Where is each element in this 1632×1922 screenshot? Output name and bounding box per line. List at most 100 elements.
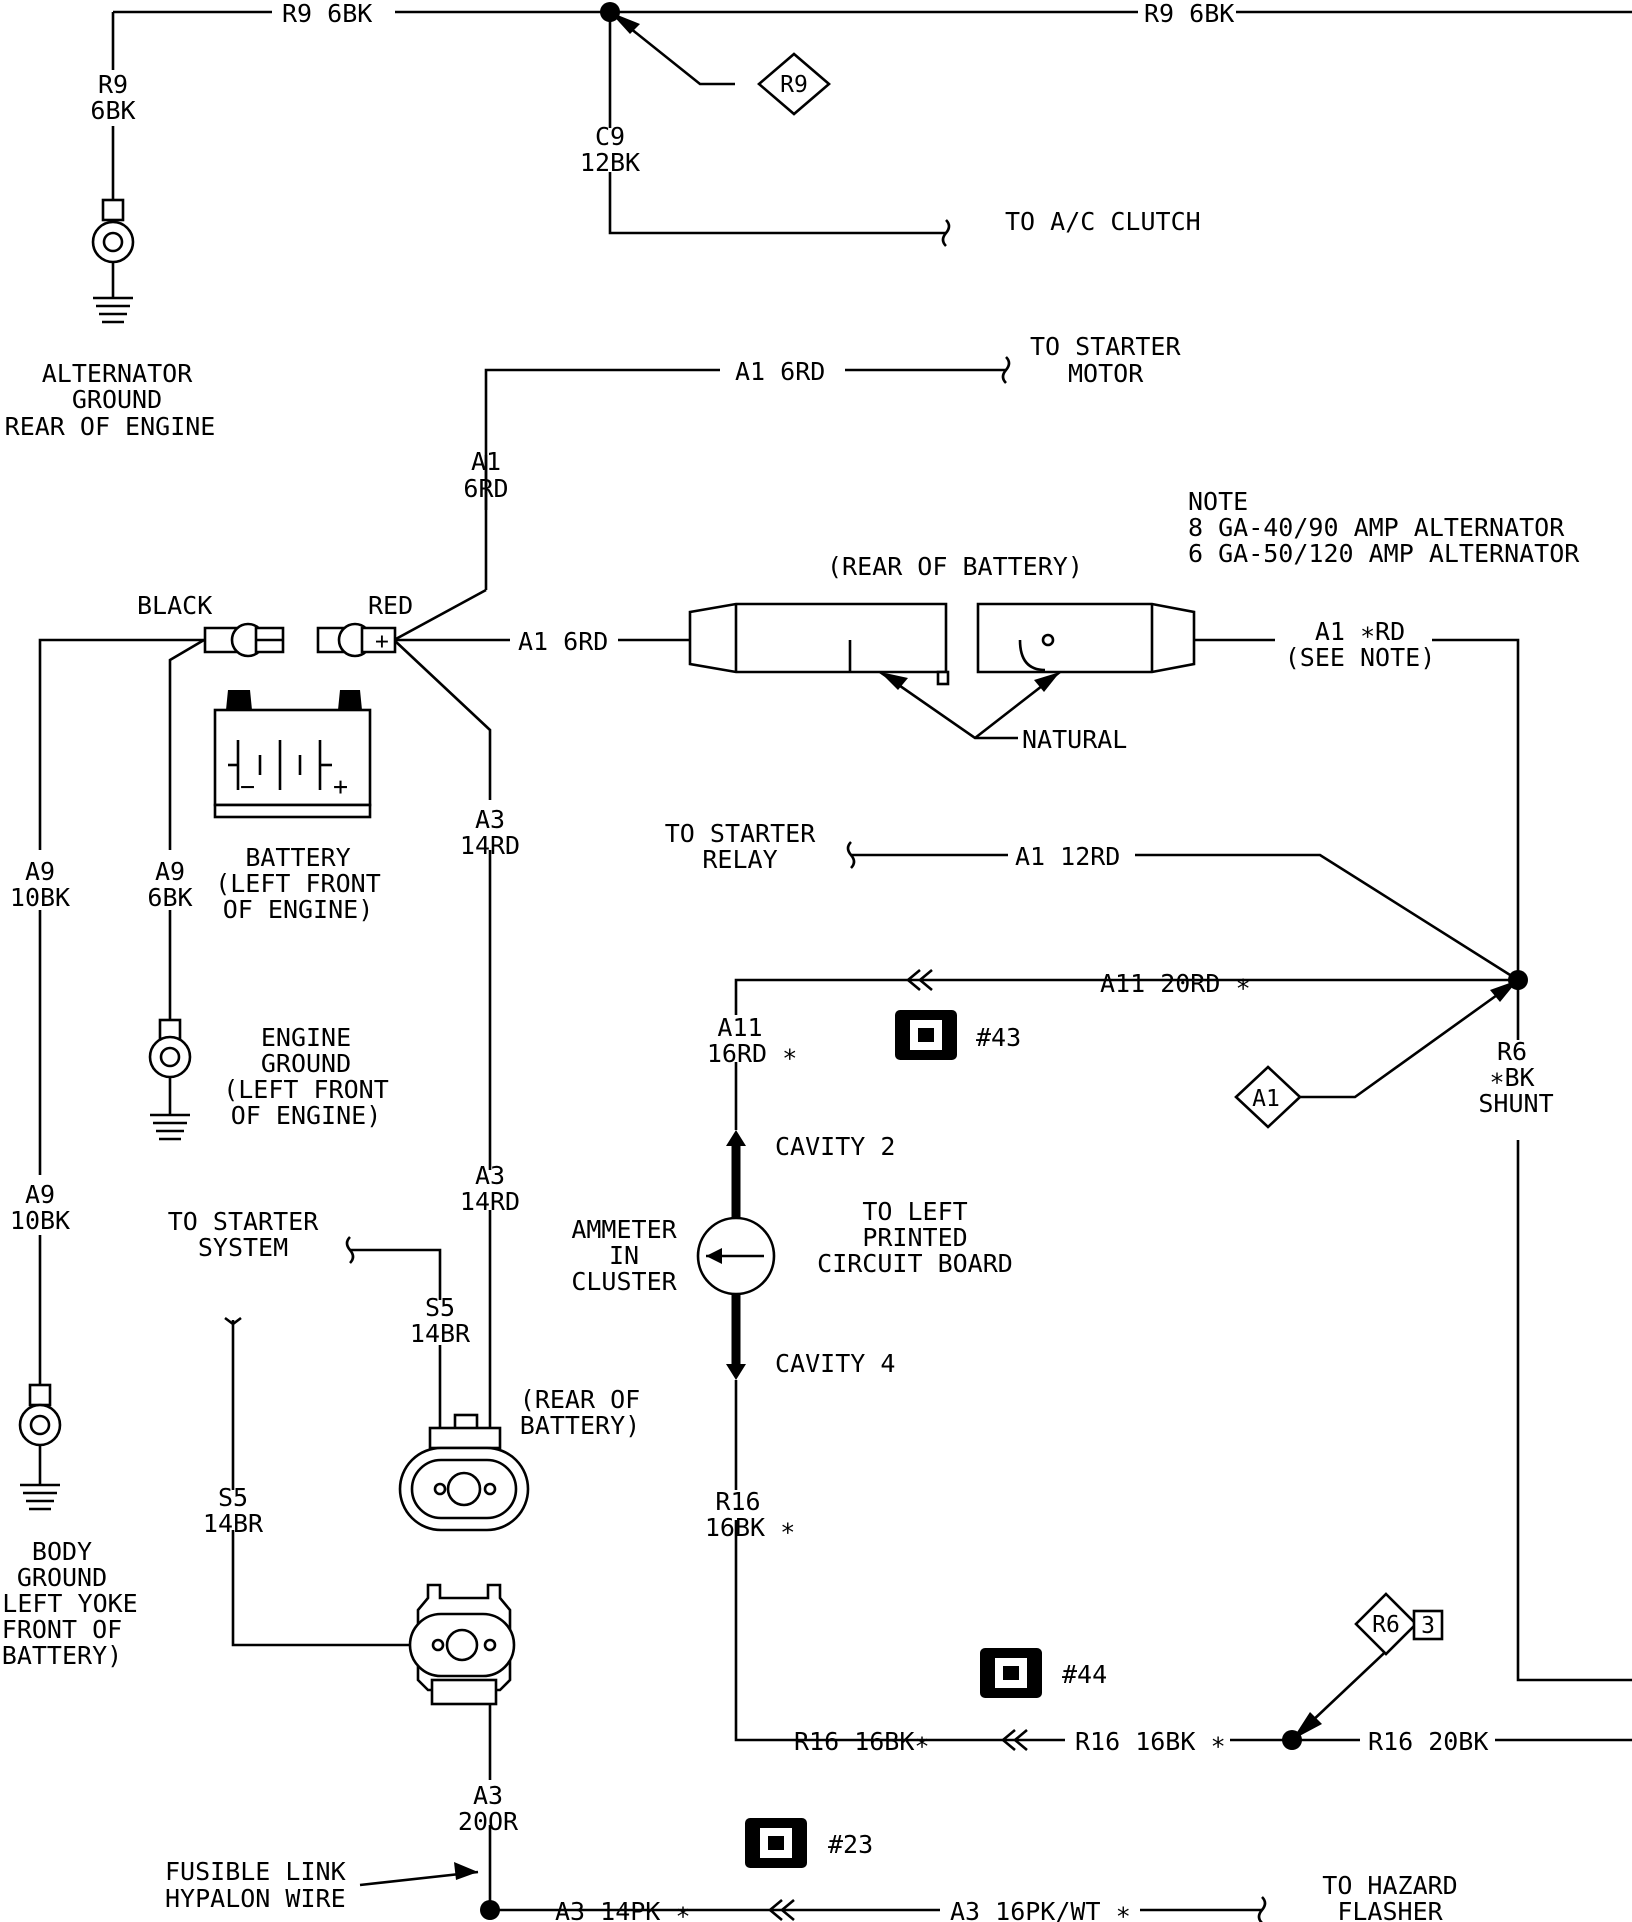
natural-label: NATURAL (1022, 725, 1127, 754)
to-left-pcb-label-1: TO LEFT (862, 1197, 967, 1226)
a9-mid-label-2: 6BK (147, 883, 192, 912)
a1-diamond-label: A1 (1252, 1086, 1280, 1112)
to-starter-motor-label-1: TO STARTER (1030, 332, 1181, 361)
connector-44-icon (980, 1648, 1042, 1698)
battery-label-1: BATTERY (245, 843, 350, 872)
a1-vert-label-2: 6RD (463, 474, 508, 503)
a9-left-label-2: 10BK (10, 883, 70, 912)
c9-label-2: 12BK (580, 148, 640, 177)
r9-diamond-label: R9 (780, 72, 808, 98)
engine-ground-label-2: GROUND (261, 1049, 351, 1078)
alternator-ground-icon (91, 198, 135, 324)
r9-vert-label-1: R9 (98, 70, 128, 99)
starter-connector-upper (398, 1413, 530, 1532)
battery-icon: − + (213, 690, 372, 819)
a3-bottom-label-2: 20OR (458, 1807, 519, 1836)
connector-23-icon (745, 1818, 807, 1868)
r6-label-3: SHUNT (1478, 1089, 1553, 1118)
rear-of-battery2-label-1: (REAR OF (520, 1385, 640, 1414)
a3-mid-label-2: 14RD (460, 1187, 520, 1216)
negative-terminal-icon (203, 622, 285, 658)
engine-ground-label-1: ENGINE (261, 1023, 351, 1052)
to-starter-system-label-2: SYSTEM (198, 1233, 288, 1262)
battery-label-3: OF ENGINE) (223, 895, 374, 924)
black-terminal-label: BLACK (137, 591, 212, 620)
s5-upper-label-2: 14BR (410, 1319, 471, 1348)
a1-top-label: A1 6RD (735, 357, 825, 386)
r9-top-left-label: R9 6BK (282, 0, 372, 28)
s5-upper-label-1: S5 (425, 1293, 455, 1322)
a3-upper-label-2: 14RD (460, 831, 520, 860)
a3-14pk-label: A3 14PK ∗ (555, 1897, 690, 1922)
a1-battery-label: A1 6RD (518, 627, 608, 656)
a3-upper-label-1: A3 (475, 805, 505, 834)
r16-vert-label-1: R16 (715, 1487, 760, 1516)
ammeter-gauge-icon (696, 1130, 776, 1380)
positive-terminal-icon: + (316, 622, 397, 658)
r9-ref-diamond (757, 52, 831, 116)
a3-bottom-label-1: A3 (473, 1781, 503, 1810)
to-left-pcb-label-3: CIRCUIT BOARD (817, 1249, 1013, 1278)
to-starter-system-label-1: TO STARTER (168, 1207, 319, 1236)
to-hazard-label-1: TO HAZARD (1322, 1871, 1457, 1900)
red-terminal-label: RED (368, 591, 413, 620)
cavity-4-label: CAVITY 4 (775, 1349, 895, 1378)
body-ground-label-4: FRONT OF (2, 1615, 122, 1644)
r16-bottom-label-1: R16 16BK∗ (794, 1727, 929, 1756)
connector-44-label: #44 (1062, 1660, 1107, 1689)
engine-ground-label-4: OF ENGINE) (231, 1101, 382, 1130)
c9-label-1: C9 (595, 122, 625, 151)
a11-20rd-label: A11 20RD ∗ (1100, 969, 1251, 998)
a1-right-label-2: (SEE NOTE) (1285, 643, 1436, 672)
a1-vert-label-1: A1 (471, 447, 501, 476)
a3-16pk-label: A3 16PK/WT ∗ (950, 1897, 1131, 1922)
to-starter-relay-label-2: RELAY (702, 845, 777, 874)
a9-left2-label-2: 10BK (10, 1206, 70, 1235)
a11-vert-label-1: A11 (717, 1013, 762, 1042)
to-left-pcb-label-2: PRINTED (862, 1223, 967, 1252)
r6-ref-diamond (1354, 1592, 1418, 1656)
to-starter-motor-label-2: MOTOR (1068, 359, 1144, 388)
body-ground-label-3: LEFT YOKE (2, 1589, 137, 1618)
wire-breaks (224, 219, 1267, 1922)
to-starter-relay-label-1: TO STARTER (665, 819, 816, 848)
a3-mid-label-1: A3 (475, 1161, 505, 1190)
a9-mid-label-1: A9 (155, 857, 185, 886)
s5-lower-label-1: S5 (218, 1483, 248, 1512)
a9-left-label-1: A9 (25, 857, 55, 886)
rear-of-battery-label: (REAR OF BATTERY) (827, 552, 1083, 581)
splice-r6 (1508, 970, 1528, 990)
alt-ground-label-3: REAR OF ENGINE (5, 412, 216, 441)
ammeter-label-3: CLUSTER (571, 1267, 677, 1296)
to-hazard-label-2: FLASHER (1337, 1897, 1443, 1922)
body-ground-label-5: BATTERY) (2, 1641, 122, 1670)
rear-of-battery2-label-2: BATTERY) (520, 1411, 640, 1440)
connector-43-label: #43 (976, 1023, 1021, 1052)
r6-page-label: 3 (1421, 1613, 1435, 1639)
r6-label-2: ∗BK (1489, 1063, 1534, 1092)
body-ground-label-2: GROUND (17, 1563, 107, 1592)
splice-r16 (1282, 1730, 1302, 1750)
note-label-3: 6 GA-50/120 AMP ALTERNATOR (1188, 539, 1580, 568)
splice-r9 (600, 2, 620, 22)
r9-vert-label-2: 6BK (90, 96, 135, 125)
r16-vert-label-2: 16BK ∗ (705, 1513, 795, 1542)
alt-ground-label-1: ALTERNATOR (42, 359, 193, 388)
cavity-2-label: CAVITY 2 (775, 1132, 895, 1161)
body-ground-label-1: BODY (32, 1537, 92, 1566)
a1-right-label-1: A1 ∗RD (1315, 617, 1405, 646)
r9-top-right-label: R9 6BK (1144, 0, 1234, 28)
a1-ref-diamond (1234, 1065, 1302, 1129)
body-ground-icon (18, 1383, 62, 1511)
note-label-1: NOTE (1188, 487, 1248, 516)
svg-text:−: − (240, 772, 255, 801)
battery-label-2: (LEFT FRONT (215, 869, 381, 898)
a11-vert-label-2: 16RD ∗ (707, 1039, 797, 1068)
connector-43-icon (895, 1010, 957, 1060)
rear-of-battery-connector (688, 602, 1196, 686)
note-label-2: 8 GA-40/90 AMP ALTERNATOR (1188, 513, 1565, 542)
fusible-link-label-2: HYPALON WIRE (165, 1884, 346, 1913)
engine-ground-icon (148, 1018, 192, 1141)
alt-ground-label-2: GROUND (72, 385, 162, 414)
r6-diamond-label: R6 (1372, 1612, 1400, 1638)
